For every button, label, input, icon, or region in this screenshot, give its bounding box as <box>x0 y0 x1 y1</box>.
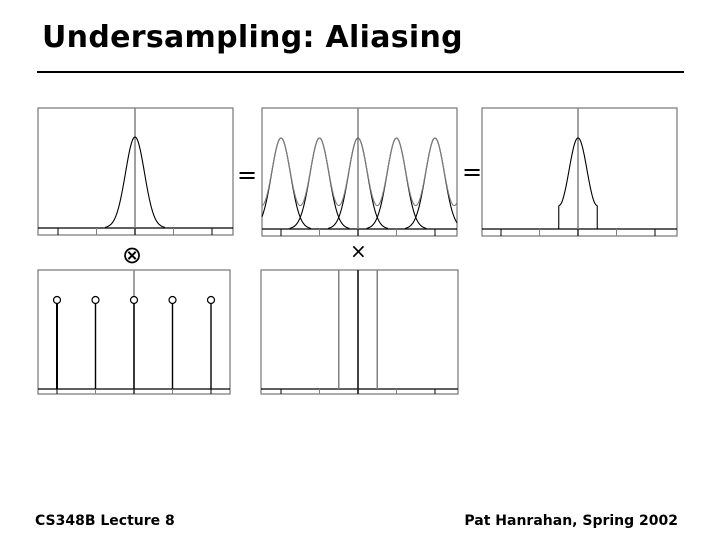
impulse-head <box>206 295 216 305</box>
box-filter-frame <box>260 269 459 395</box>
footer-author: Pat Hanrahan, Spring 2002 <box>464 513 678 529</box>
equals-operator-1: = <box>237 161 258 189</box>
replica-curve <box>289 137 350 229</box>
impulse-head <box>168 295 177 305</box>
replicated-spectrum-frame <box>261 107 458 237</box>
impulse-head <box>129 295 139 305</box>
impulse-head <box>52 295 62 305</box>
truncated-spectrum-curve <box>558 137 598 207</box>
footer-course: CS348B Lecture 8 <box>35 513 175 529</box>
multiply-operator: × <box>350 239 367 263</box>
aliased-sum-curve <box>261 137 458 207</box>
equals-operator-2: = <box>462 158 483 186</box>
replica-curve <box>366 137 427 229</box>
replica-curve <box>404 137 458 229</box>
title-divider <box>37 71 684 73</box>
convolution-operator: ⊗ <box>122 241 143 269</box>
impulse-head <box>91 295 100 305</box>
reconstructed-spectrum-frame <box>481 107 678 237</box>
gaussian-curve <box>104 136 166 228</box>
slide-title: Undersampling: Aliasing <box>42 20 463 55</box>
